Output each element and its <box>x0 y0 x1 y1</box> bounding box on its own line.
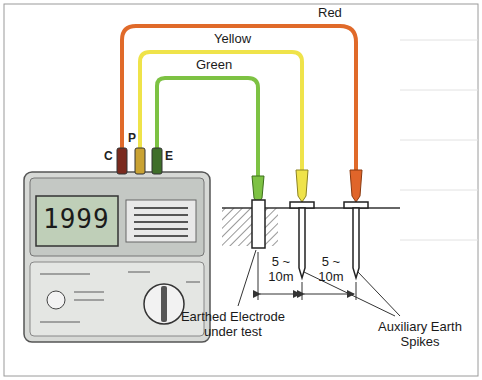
frame <box>4 4 478 376</box>
green-wire <box>157 78 258 178</box>
dimension-label: 5 ~ 10m <box>262 255 300 285</box>
lcd-reading: 1999 <box>43 205 110 235</box>
terminal-label: C <box>104 150 113 164</box>
background-table-lines <box>400 40 478 240</box>
wire-label: Red <box>318 6 342 21</box>
callout-label: Earthed Electrode under test <box>178 310 288 340</box>
dimension-label: 5 ~ 10m <box>310 255 352 285</box>
lcd-window <box>36 196 118 246</box>
yellow-wire <box>140 52 302 172</box>
dimension-lines <box>258 252 356 300</box>
yellow-clip <box>296 170 308 202</box>
wire-label: Yellow <box>214 32 251 47</box>
wire-label: Green <box>196 58 232 73</box>
terminal-label: E <box>165 150 173 164</box>
red-clip <box>350 170 362 202</box>
leader-lines <box>238 250 400 316</box>
range-knob <box>144 284 184 324</box>
terminal-label: P <box>128 132 136 146</box>
callout-label: Auxiliary Earth Spikes <box>368 320 472 350</box>
ground-hatch <box>222 208 278 246</box>
earthed-electrode <box>252 200 265 248</box>
range-panel <box>126 200 196 242</box>
